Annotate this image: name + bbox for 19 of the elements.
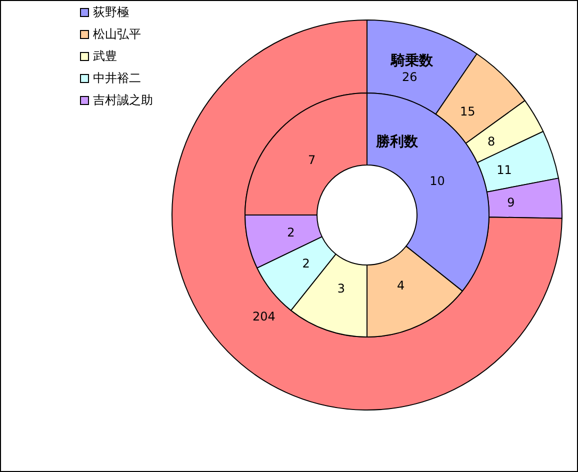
data-label: 3 (337, 282, 346, 296)
legend-label: 吉村誠之助 (93, 92, 153, 108)
data-label: 8 (487, 134, 496, 148)
series-label: 勝利数 (376, 134, 418, 150)
data-label: 26 (402, 70, 418, 84)
legend-label: 荻野極 (93, 4, 129, 20)
data-label: 2 (287, 225, 295, 240)
data-label: 4 (397, 278, 405, 292)
data-label: 11 (496, 163, 512, 178)
legend-label: 中井裕二 (93, 70, 141, 86)
data-label: 2 (302, 256, 310, 271)
data-label: 204 (252, 309, 276, 324)
series-label: 騎乗数 (391, 53, 433, 69)
data-label: 7 (308, 152, 316, 167)
data-label: 9 (507, 196, 515, 210)
legend-label: 松山弘平 (93, 26, 141, 42)
legend-label: 武豊 (93, 48, 117, 64)
data-label: 10 (430, 174, 445, 188)
data-label: 15 (460, 104, 476, 118)
